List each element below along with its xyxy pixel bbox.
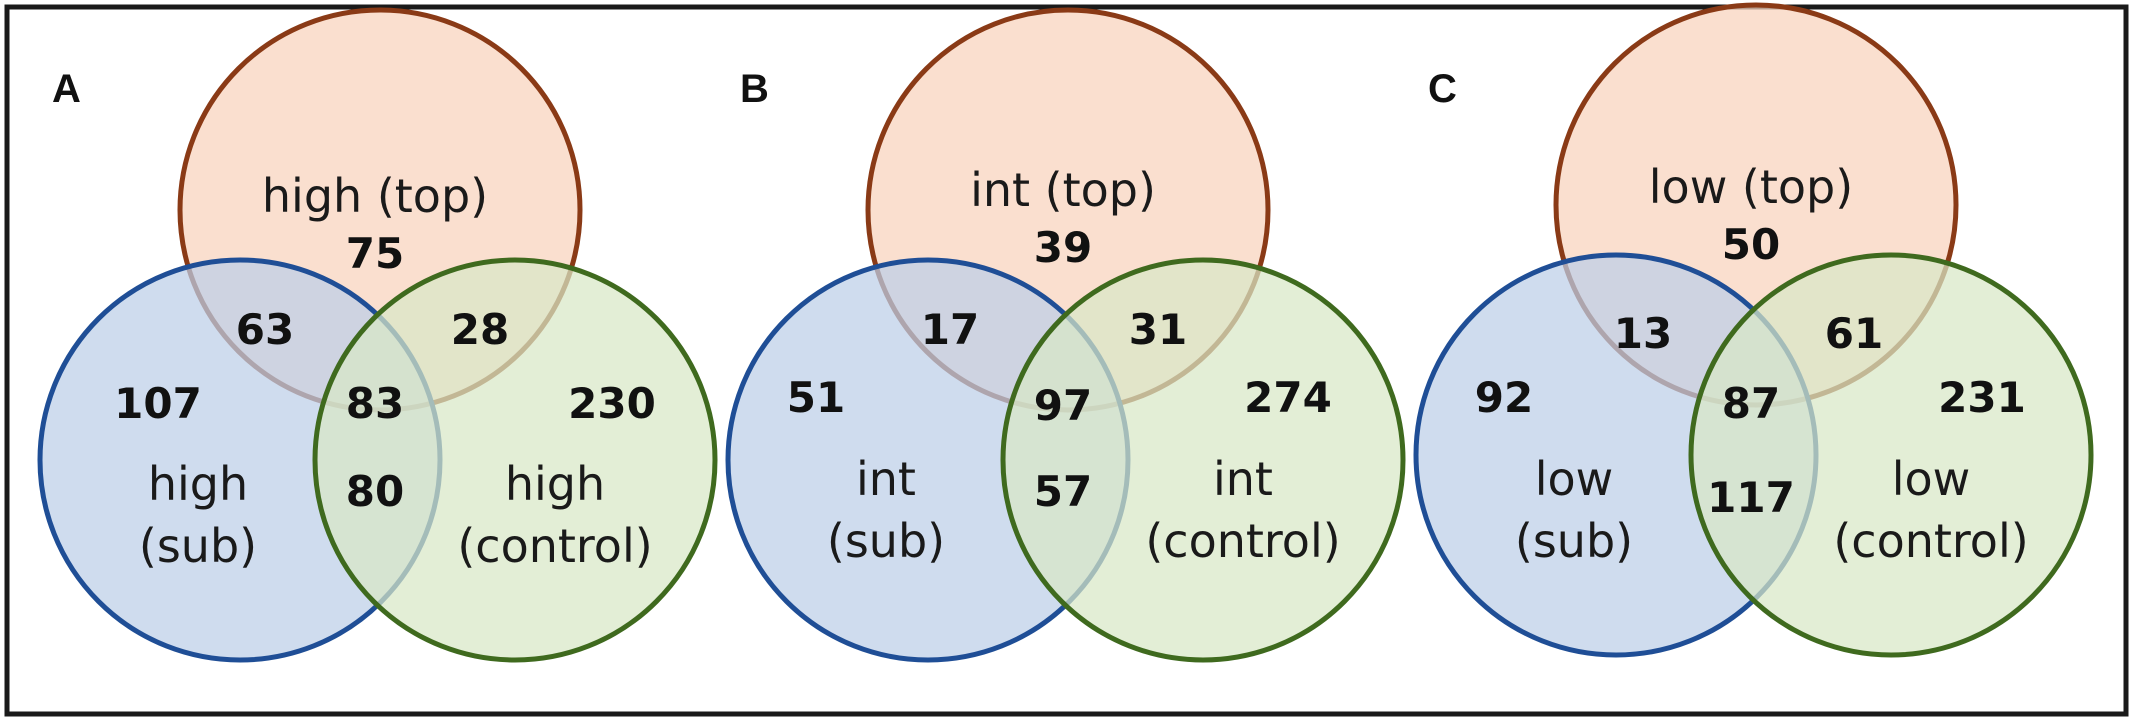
label-sub-line1: low	[1535, 452, 1614, 506]
label-control-line2: (control)	[1145, 514, 1340, 568]
label-top: int (top)	[970, 163, 1156, 217]
label-control-line2: (control)	[1833, 514, 2028, 568]
panel-letter: C	[1428, 67, 1457, 111]
label-top: high (top)	[262, 169, 488, 223]
count-sub-only: 92	[1475, 373, 1533, 422]
count-top-only: 50	[1722, 220, 1780, 269]
count-sub-control: 80	[346, 467, 404, 516]
panel-letter: B	[740, 67, 769, 111]
panel-b: B int (top) int (sub) int (control) 39 1…	[725, 7, 1406, 663]
count-all: 97	[1034, 381, 1092, 430]
label-sub-line1: int	[856, 452, 916, 506]
label-sub-line1: high	[148, 457, 248, 511]
label-sub-line2: (sub)	[139, 519, 257, 573]
count-sub-only: 51	[787, 373, 845, 422]
panel-a: A high (top) high (sub) high (control) 7…	[37, 7, 718, 663]
label-control-line1: int	[1213, 452, 1273, 506]
label-sub-line2: (sub)	[827, 514, 945, 568]
count-control-only: 230	[568, 379, 656, 428]
count-sub-control: 117	[1707, 473, 1795, 522]
label-control-line1: high	[505, 457, 605, 511]
count-top-sub: 17	[921, 305, 979, 354]
label-sub-line2: (sub)	[1515, 514, 1633, 568]
count-top-sub: 63	[236, 305, 294, 354]
panel-c: C low (top) low (sub) low (control) 50 1…	[1413, 2, 2094, 658]
count-all: 83	[346, 379, 404, 428]
count-sub-only: 107	[114, 379, 202, 428]
count-control-only: 274	[1244, 373, 1332, 422]
panel-letter: A	[52, 67, 81, 111]
count-top-sub: 13	[1614, 309, 1672, 358]
count-top-control: 61	[1825, 309, 1883, 358]
venn-circle-control	[1688, 252, 2094, 658]
venn-circle-control	[1000, 257, 1406, 663]
count-all: 87	[1722, 379, 1780, 428]
label-control-line2: (control)	[457, 519, 652, 573]
count-top-only: 39	[1034, 223, 1092, 272]
count-sub-control: 57	[1034, 467, 1092, 516]
count-top-control: 31	[1129, 305, 1187, 354]
label-top: low (top)	[1649, 160, 1853, 214]
venn-circle-control	[312, 257, 718, 663]
count-control-only: 231	[1938, 373, 2026, 422]
label-control-line1: low	[1892, 452, 1971, 506]
count-top-control: 28	[451, 305, 509, 354]
count-top-only: 75	[346, 229, 404, 278]
